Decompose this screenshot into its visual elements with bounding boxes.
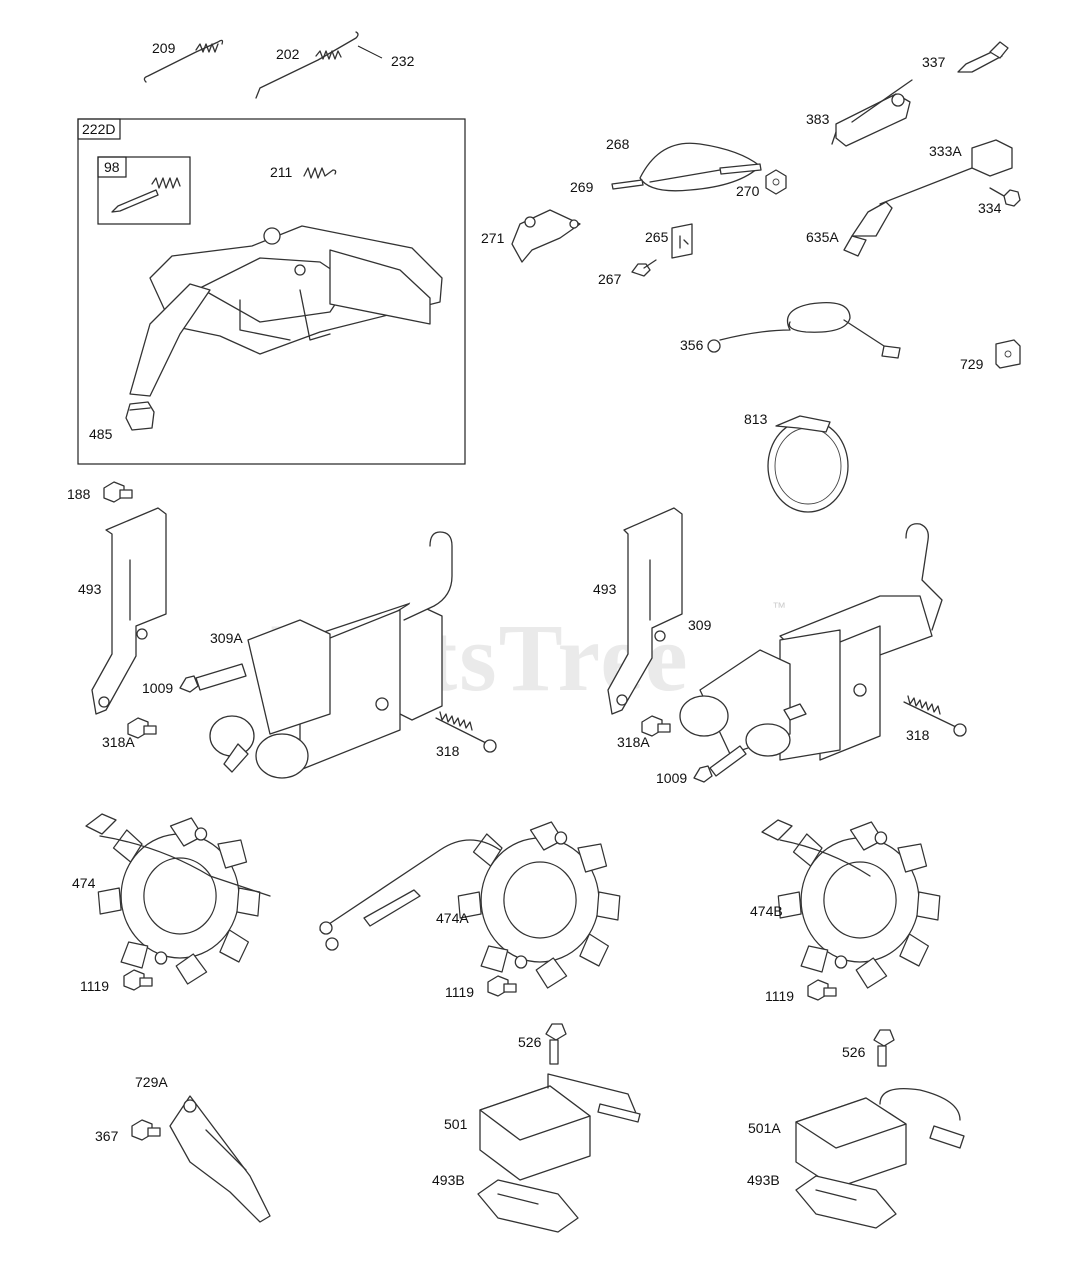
group-box-222D — [77, 118, 466, 465]
part-356-ground-wire — [707, 301, 901, 359]
label-265: 265 — [645, 229, 669, 245]
part-318-long-bolt-right — [903, 695, 967, 737]
label-493-left: 493 — [78, 581, 102, 597]
part-271-lever — [511, 209, 581, 263]
label-333A: 333A — [929, 143, 962, 159]
part-309-starter-motor — [679, 523, 943, 761]
label-813: 813 — [744, 411, 768, 427]
part-1009-bolt-left — [179, 663, 247, 693]
label-635A: 635A — [806, 229, 839, 245]
part-188-bolt — [103, 481, 133, 503]
label-526-mid: 526 — [518, 1034, 542, 1050]
label-1119-right: 1119 — [765, 988, 794, 1004]
label-271: 271 — [481, 230, 505, 246]
label-493B-mid: 493B — [432, 1172, 465, 1188]
label-318A-right: 318A — [617, 734, 650, 750]
watermark-trademark: ™ — [772, 599, 786, 615]
part-318A-bolt-right — [641, 715, 671, 737]
label-501: 501 — [444, 1116, 468, 1132]
label-729A: 729A — [135, 1074, 168, 1090]
label-222D: 222D — [82, 121, 115, 137]
label-729: 729 — [960, 356, 984, 372]
label-268: 268 — [606, 136, 630, 152]
part-98-screw-spring — [111, 177, 181, 213]
part-367-bolt — [131, 1119, 161, 1141]
part-270-nut — [765, 169, 787, 195]
part-729A-bracket — [169, 1095, 271, 1223]
label-485: 485 — [89, 426, 113, 442]
label-98: 98 — [104, 159, 120, 175]
label-367: 367 — [95, 1128, 119, 1144]
part-474B-stator — [761, 819, 941, 989]
part-222D-control-bracket — [129, 225, 443, 397]
label-474B: 474B — [750, 903, 783, 919]
part-334-screw — [989, 187, 1021, 207]
part-337-spark-plug — [957, 41, 1009, 73]
part-265-clip — [671, 223, 693, 259]
label-309A: 309A — [210, 630, 243, 646]
label-356: 356 — [680, 337, 704, 353]
part-501A-rectifier — [795, 1087, 965, 1189]
part-1119-bolt-left — [123, 969, 153, 991]
label-334: 334 — [978, 200, 1002, 216]
part-318-long-bolt-left — [435, 711, 497, 753]
part-209-spring-link — [143, 39, 224, 83]
part-333A-ignition-wire — [843, 139, 1013, 257]
label-501A: 501A — [748, 1120, 781, 1136]
part-267-screw — [631, 259, 657, 277]
part-309A-starter-motor — [209, 531, 453, 779]
part-813-hose-clamp — [767, 415, 849, 513]
label-383: 383 — [806, 111, 830, 127]
part-268-throttle-cable — [611, 142, 762, 192]
part-1009-bolt-right — [693, 745, 747, 783]
label-474A: 474A — [436, 910, 469, 926]
label-493-right: 493 — [593, 581, 617, 597]
part-493B-plate-mid — [477, 1179, 579, 1233]
label-526-right: 526 — [842, 1044, 866, 1060]
label-474: 474 — [72, 875, 96, 891]
label-202: 202 — [276, 46, 300, 62]
part-202-governor-link — [255, 31, 359, 99]
part-526-bolt-mid — [545, 1023, 567, 1065]
label-188: 188 — [67, 486, 91, 502]
label-270: 270 — [736, 183, 760, 199]
part-1119-bolt-right — [807, 979, 837, 1001]
part-1119-bolt-mid — [487, 975, 517, 997]
label-267: 267 — [598, 271, 622, 287]
part-493-bracket-right — [607, 507, 683, 715]
part-493-bracket-left — [91, 507, 167, 715]
label-269: 269 — [570, 179, 594, 195]
part-474A-stator — [319, 821, 621, 989]
part-485-bushing — [125, 401, 155, 431]
part-526-bolt-right — [873, 1029, 895, 1067]
part-729-clip — [995, 339, 1021, 369]
label-1119-mid: 1119 — [445, 984, 474, 1000]
part-474-stator — [85, 813, 271, 985]
label-318-right: 318 — [906, 727, 930, 743]
label-1009-right: 1009 — [656, 770, 687, 786]
label-337: 337 — [922, 54, 946, 70]
label-211: 211 — [270, 164, 293, 180]
label-1009-left: 1009 — [142, 680, 173, 696]
part-211-spring — [303, 167, 337, 179]
part-493B-plate-right — [795, 1175, 897, 1229]
label-209: 209 — [152, 40, 176, 56]
part-383-ignition-pin — [831, 79, 913, 147]
part-501-rectifier — [479, 1073, 641, 1181]
group-box-98 — [97, 156, 191, 225]
label-318-left: 318 — [436, 743, 460, 759]
label-232: 232 — [391, 53, 415, 69]
label-493B-right: 493B — [747, 1172, 780, 1188]
label-318A-left: 318A — [102, 734, 135, 750]
label-309: 309 — [688, 617, 712, 633]
label-1119-left: 1119 — [80, 978, 109, 994]
